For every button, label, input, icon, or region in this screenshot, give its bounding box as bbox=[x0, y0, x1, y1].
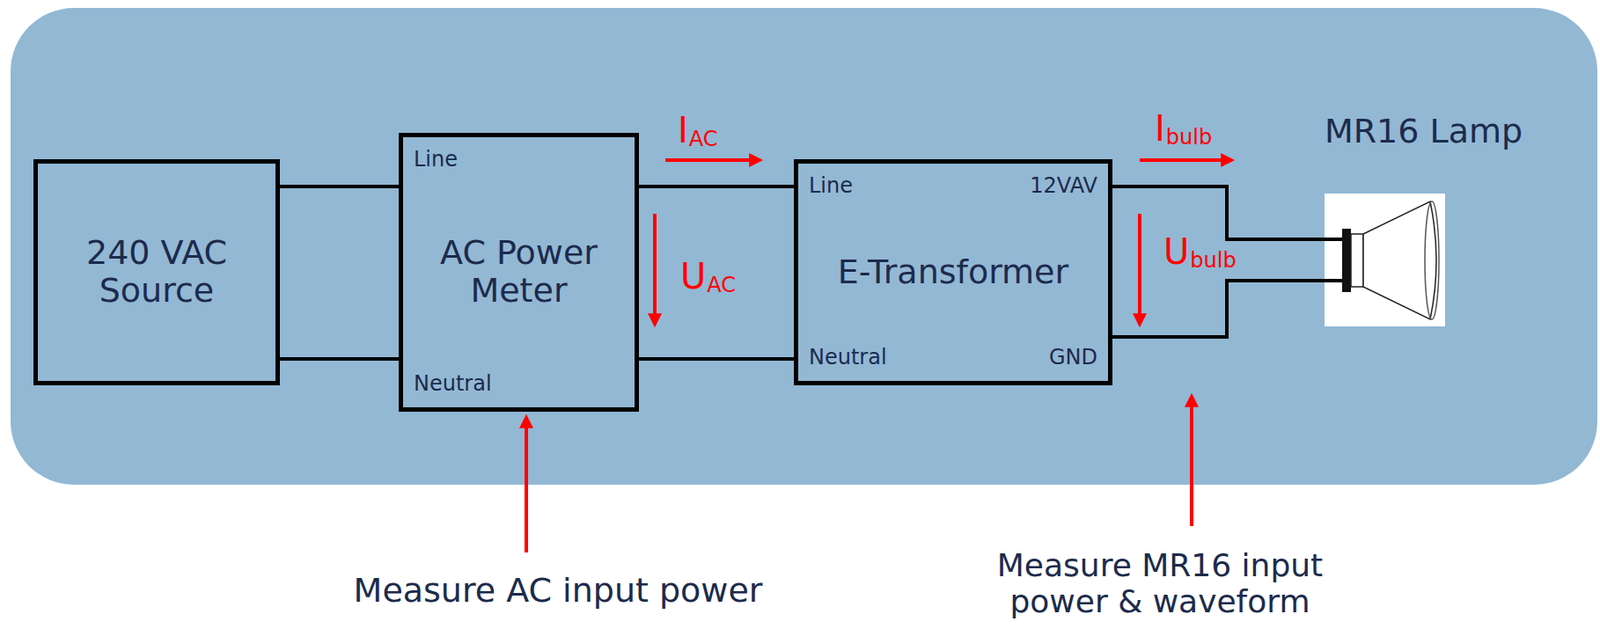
pin-name: Neutral bbox=[808, 345, 888, 371]
box-title: 240 VAC Source bbox=[64, 234, 250, 311]
pin-name: 12VAV bbox=[1029, 174, 1098, 199]
pointer-arrow bbox=[524, 417, 529, 553]
signal-subscript: bulb bbox=[1166, 126, 1212, 148]
signal-name: U bbox=[1163, 234, 1189, 270]
pin-name: Line bbox=[413, 147, 458, 173]
lamp-illustration bbox=[1324, 193, 1446, 327]
signal-subscript: AC bbox=[689, 128, 719, 150]
measurement-note: Measure AC input power bbox=[285, 572, 831, 611]
wire bbox=[1112, 280, 1325, 338]
box-title: E-Transformer bbox=[821, 253, 1086, 293]
wire bbox=[638, 184, 794, 189]
lamp-pin bbox=[1324, 237, 1344, 242]
voltage-arrow bbox=[1137, 213, 1142, 325]
signal-name: I bbox=[1154, 110, 1166, 147]
wire bbox=[279, 357, 399, 361]
transformer-box: Line 12VAV E-TransformerNeutral GND bbox=[793, 159, 1113, 386]
pointer-arrow bbox=[1189, 396, 1194, 527]
source-box: 240 VAC Source bbox=[33, 159, 280, 386]
box-title: AC Power Meter bbox=[431, 234, 608, 311]
signal-name: I bbox=[677, 112, 689, 148]
signal-name: U bbox=[680, 258, 706, 294]
signal-subscript: bulb bbox=[1189, 249, 1236, 272]
pin-name: Neutral bbox=[413, 372, 492, 397]
lamp-lens bbox=[1424, 201, 1439, 320]
wire bbox=[1112, 186, 1325, 240]
pin-name: Line bbox=[808, 174, 853, 199]
wire bbox=[638, 357, 794, 361]
current-arrow bbox=[665, 158, 761, 162]
wire bbox=[279, 184, 399, 189]
signal-subscript: AC bbox=[706, 274, 736, 296]
meter-box: Line AC Power MeterNeutral bbox=[398, 132, 639, 412]
voltage-arrow bbox=[653, 213, 657, 325]
lamp-socket bbox=[1342, 228, 1351, 293]
lamp-box: MR16 Lamp bbox=[1324, 193, 1446, 327]
pin-name: GND bbox=[1049, 345, 1098, 371]
current-arrow bbox=[1139, 158, 1233, 162]
lamp-pin bbox=[1324, 278, 1344, 283]
panel-ground bbox=[10, 7, 1598, 485]
lamp-title: MR16 Lamp bbox=[1324, 112, 1523, 152]
lamp-neck bbox=[1350, 234, 1364, 287]
measurement-note: Measure MR16 input power & waveform bbox=[953, 547, 1367, 621]
